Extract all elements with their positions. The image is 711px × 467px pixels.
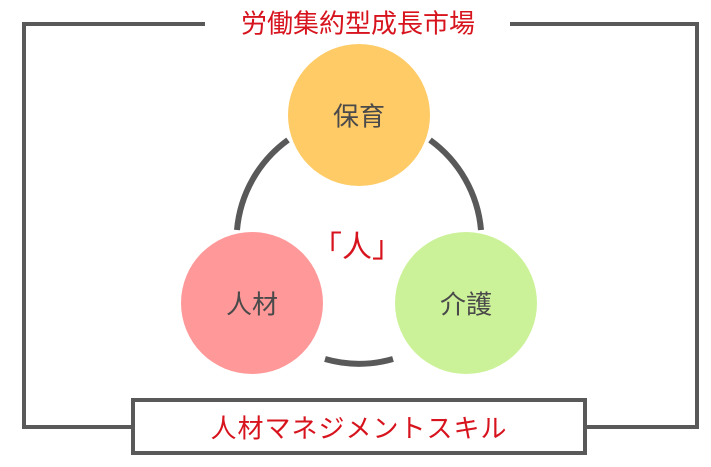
circle-nursing-care: [395, 232, 537, 374]
arc-bottom: [324, 356, 394, 367]
circle-label-human-resources: 人材: [225, 290, 279, 321]
title-mask: [205, 10, 510, 40]
arc-right: [428, 137, 484, 231]
diagram-title: 労働集約型成長市場: [240, 9, 476, 40]
circle-childcare: [288, 44, 430, 186]
skill-box: [131, 398, 587, 455]
arc-left: [234, 137, 290, 231]
center-label: 「人」: [312, 230, 402, 265]
circle-label-nursing-care: 介護: [439, 290, 493, 321]
circle-label-childcare: 保育: [332, 102, 386, 133]
cycle-arcs: [234, 137, 484, 367]
skill-label: 人材マネジメントスキル: [210, 414, 508, 445]
circle-human-resources: [181, 232, 323, 374]
